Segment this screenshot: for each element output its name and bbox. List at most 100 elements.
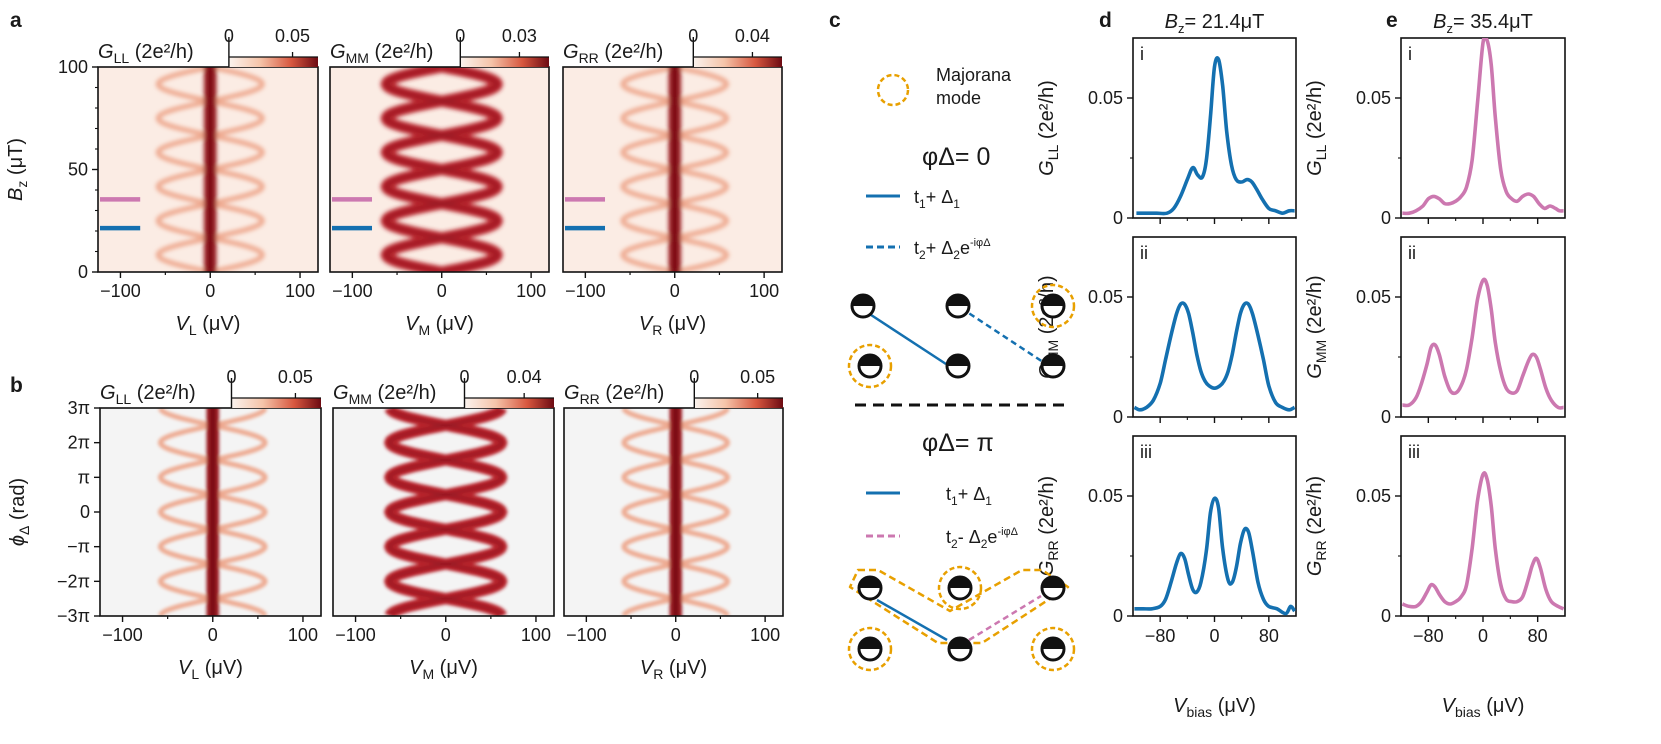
majorana-circle-left-top <box>847 343 893 389</box>
oscillation-branch-2 <box>621 408 731 616</box>
dot-filled-half <box>947 295 969 306</box>
plot-frame <box>1400 236 1566 418</box>
plot-frame <box>563 407 784 617</box>
schematic-panel-c: Majorana mode φΔ= 0 t1+ Δ1 t2+ Δ2e-iφΔ φ… <box>847 65 1076 672</box>
x-tick-label: 100 <box>521 625 551 645</box>
colormap-title: GRR (2e²/h) <box>563 41 663 66</box>
colorbar <box>693 57 782 67</box>
y-tick-label: 0 <box>1113 208 1123 228</box>
coupling-line-23-top <box>960 306 1044 364</box>
dot-filled-half <box>859 577 881 588</box>
y-tick-label: 0 <box>1381 208 1391 228</box>
colorbar <box>694 398 783 408</box>
y-tick-label: 0.05 <box>1356 486 1391 506</box>
quantum-dot <box>947 636 973 662</box>
phase-label-top: φΔ= 0 <box>922 143 990 171</box>
y-tick-label: 0.05 <box>1088 88 1123 108</box>
legend-text-t1-top: t1+ Δ1 <box>914 187 960 211</box>
colorbar-tick-label: 0.04 <box>507 367 542 387</box>
colormap-title: GMM (2e²/h) <box>333 382 436 407</box>
y-tick-label: 0.05 <box>1356 287 1391 307</box>
quantum-dot <box>945 353 971 379</box>
zero-bias-core <box>210 408 216 616</box>
heatmap-features <box>155 67 265 272</box>
conductance-curve <box>1402 38 1564 216</box>
heatmap-features <box>383 408 508 616</box>
coupling-line-23-bottom <box>968 594 1042 642</box>
majorana-legend-line2: mode <box>936 88 981 108</box>
x-tick-label: 100 <box>288 625 318 645</box>
dot-filled-half <box>1042 577 1064 588</box>
heatmap-features <box>380 67 504 272</box>
colormap-title: GMM (2e²/h) <box>330 41 433 66</box>
y-tick-label: 0 <box>1113 407 1123 427</box>
y-tick-label: 0 <box>78 262 88 282</box>
dot-filled-half <box>859 355 881 366</box>
x-tick-label: −100 <box>100 281 141 301</box>
x-tick-label: −80 <box>1145 626 1176 646</box>
heatmap-features <box>620 67 730 272</box>
heatmap-image <box>330 67 549 272</box>
y-tick-label: 0.05 <box>1088 287 1123 307</box>
zero-bias-core <box>207 67 213 272</box>
quantum-dot <box>850 293 876 319</box>
heatmap-features <box>621 408 731 616</box>
majorana-circle-left-bottom <box>847 626 893 672</box>
colorbar <box>464 398 554 408</box>
oscillation-branch-2 <box>157 408 268 616</box>
heatmap-image <box>564 408 783 616</box>
conductance-curve <box>1133 301 1296 412</box>
majorana-legend-line1: Majorana <box>936 65 1012 85</box>
heatmap-background <box>333 408 554 616</box>
coupling-line-12-bottom <box>876 598 948 642</box>
dot-filled-half <box>1042 355 1064 366</box>
x-tick-label: 0 <box>437 281 447 301</box>
x-axis-label: VR (μV) <box>640 657 707 682</box>
y-tick-label: 0 <box>1113 606 1123 626</box>
plot-frame <box>562 66 783 273</box>
y-tick-label: 100 <box>58 57 88 77</box>
colorbar-tick-label: 0 <box>226 367 236 387</box>
quantum-dot <box>857 575 883 601</box>
plot-frame <box>1132 435 1297 617</box>
x-axis-label: VM (μV) <box>409 657 478 682</box>
dot-filled-half <box>1042 295 1064 306</box>
y-axis-label: GLL (2e²/h) <box>1304 80 1329 176</box>
quantum-dot <box>945 293 971 319</box>
colorbar-tick-label: 0 <box>459 367 469 387</box>
y-tick-label: π <box>78 467 90 487</box>
panel-label-e: e <box>1386 9 1398 32</box>
y-tick-label: 3π <box>68 398 90 418</box>
x-tick-label: 80 <box>1259 626 1279 646</box>
conductance-curve <box>1402 277 1564 410</box>
x-tick-label: 0 <box>670 281 680 301</box>
x-tick-label: −100 <box>565 281 606 301</box>
colormap-title: GRR (2e²/h) <box>564 382 664 407</box>
x-axis-label: VR (μV) <box>639 313 706 338</box>
majorana-circle-right-top <box>1030 283 1076 329</box>
colorbar-tick-label: 0.05 <box>275 26 310 46</box>
y-axis-label: GLL (2e²/h) <box>1036 80 1061 176</box>
majorana-circle-mid-bottom <box>937 565 983 611</box>
x-axis-label: Vbias (μV) <box>1173 695 1256 720</box>
quantum-dots <box>850 293 1066 662</box>
x-tick-label: 100 <box>516 281 546 301</box>
panel-label-b: b <box>10 374 23 397</box>
x-axis-label: VL (μV) <box>178 657 243 682</box>
x-tick-label: −80 <box>1413 626 1444 646</box>
subpanel-roman-label: i <box>1140 44 1144 64</box>
quantum-dot <box>857 636 883 662</box>
y-tick-label: 0 <box>1381 606 1391 626</box>
colormap-title: GLL (2e²/h) <box>98 41 194 66</box>
oscillation-core-1 <box>387 408 504 616</box>
legend-text-t2-top: t2+ Δ2e-iφΔ <box>914 237 991 262</box>
